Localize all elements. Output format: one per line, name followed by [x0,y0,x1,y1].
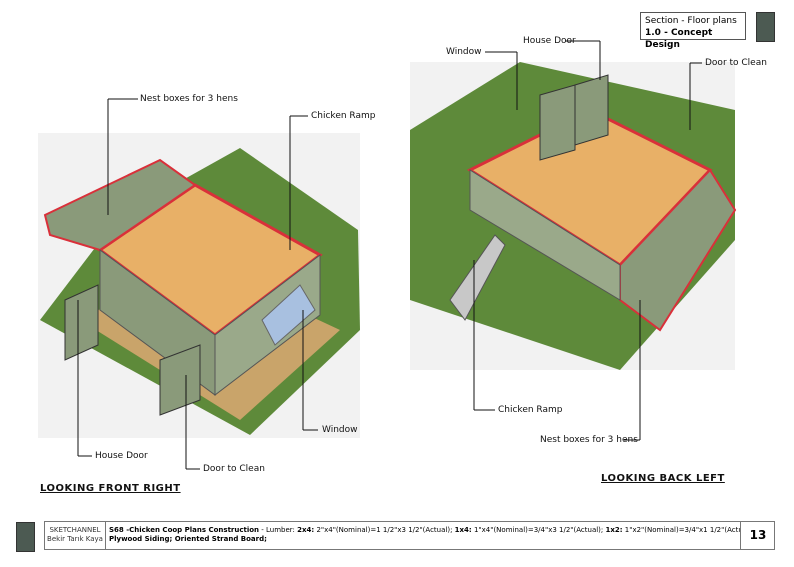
title-block: SKETCHANNEL Bekir Tarık Kaya S68 -Chicke… [44,521,775,550]
brand-name: SKETCHANNEL [49,526,101,534]
render-back-left [410,62,737,370]
render-front-right [38,133,360,438]
label-door-to-clean: Door to Clean [705,58,767,68]
section-label: Section - Floor plans [645,16,737,26]
brand-logo [756,12,775,42]
lumber-1x2: 1x2: [605,526,623,534]
author-name: Bekir Tarık Kaya [47,535,103,543]
description-cell: S68 -Chicken Coop Plans Construction - L… [106,522,741,549]
desc-text: - Lumber: [259,526,298,534]
footer-logo [16,522,35,552]
caption-front-right: LOOKING FRONT RIGHT [40,483,181,494]
lumber-2x4: 2x4: [297,526,315,534]
label-house-door: House Door [95,451,148,461]
label-window: Window [446,47,482,57]
desc-1x2: 1"x2"(Nominal)=3/4"x1 1/2"(Actual); [622,526,741,534]
label-door-to-clean: Door to Clean [203,464,265,474]
leader-lines [77,40,702,470]
desc-2x4: 2"x4"(Nominal)=1 1/2"x3 1/2"(Actual); [314,526,455,534]
section-title: 1.0 - Concept Design [645,28,713,50]
label-chicken-ramp: Chicken Ramp [311,111,376,121]
label-chicken-ramp: Chicken Ramp [498,405,563,415]
brand-cell: SKETCHANNEL Bekir Tarık Kaya [45,522,106,549]
lumber-1x4: 1x4: [454,526,472,534]
materials-line: Plywood Siding; Oriented Strand Board; [109,535,267,543]
section-header: Section - Floor plans 1.0 - Concept Desi… [640,12,746,50]
page-number: 13 [749,528,767,542]
label-house-door: House Door [523,36,576,46]
label-window: Window [322,425,358,435]
label-nest-boxes: Nest boxes for 3 hens [540,435,638,445]
plan-title: S68 -Chicken Coop Plans Construction [109,526,260,534]
label-nest-boxes: Nest boxes for 3 hens [140,94,238,104]
caption-back-left: LOOKING BACK LEFT [601,473,725,484]
desc-1x4: 1"x4"(Nominal)=3/4"x3 1/2"(Actual); [471,526,606,534]
